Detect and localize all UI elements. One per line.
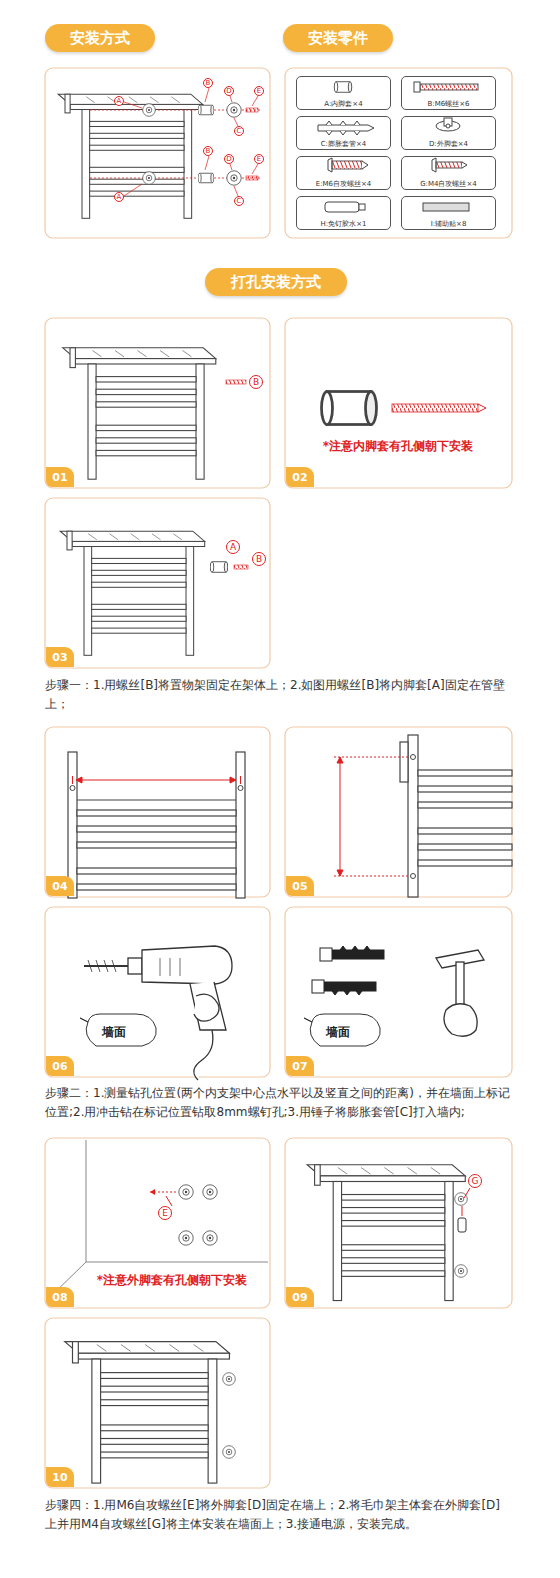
callout-letter: C: [234, 196, 244, 206]
node-text: 安装零件: [308, 29, 368, 48]
callout-letter: D: [224, 154, 234, 164]
step-number-tab: 09: [286, 1287, 314, 1307]
callout-letter: A: [226, 540, 240, 554]
section-heading: 安装方式: [45, 24, 155, 52]
node-text: 10: [52, 1471, 67, 1484]
node-text: 01: [52, 471, 67, 484]
callout-letter: E: [254, 86, 264, 96]
callout-letter: A: [114, 192, 124, 202]
callout-letter: B: [203, 146, 213, 156]
node-text: 安装方式: [70, 29, 130, 48]
step-number-tab: 06: [46, 1056, 74, 1076]
callout-letter: D: [224, 86, 234, 96]
part-box: C:膨胀套管×4: [296, 116, 391, 150]
node-text: B:M6螺丝×6: [428, 99, 470, 109]
node-text: 04: [52, 880, 67, 893]
node-text: 09: [292, 1291, 307, 1304]
step-number-tab: 05: [286, 876, 314, 896]
callout-letter: E: [158, 1206, 172, 1220]
step-number-tab: 03: [46, 647, 74, 667]
section-heading: 打孔安装方式: [205, 268, 347, 296]
callout-letter: B: [203, 78, 213, 88]
wall-label: 墙面: [326, 1024, 350, 1041]
part-box: H:免钉胶水×1: [296, 196, 391, 230]
part-box: B:M6螺丝×6: [401, 76, 496, 110]
node-text: H:免钉胶水×1: [321, 219, 367, 229]
step-number-tab: 04: [46, 876, 74, 896]
node-text: 08: [52, 1291, 67, 1304]
callout-letter: C: [234, 126, 244, 136]
callout-letter: A: [114, 96, 124, 106]
callout-letter: B: [252, 552, 266, 566]
part-box: G:M4自攻螺丝×4: [401, 156, 496, 190]
step-number-tab: 02: [286, 467, 314, 487]
node-text: G:M4自攻螺丝×4: [420, 179, 477, 189]
part-box: D:外脚套×4: [401, 116, 496, 150]
step-number-tab: 08: [46, 1287, 74, 1307]
node-text: C:膨胀套管×4: [321, 139, 367, 149]
node-text: I:辅助贴×8: [431, 219, 467, 229]
callout-letter: E: [254, 154, 264, 164]
warning-note: *注意内脚套有孔侧朝下安装: [323, 438, 473, 455]
node-text: 打孔安装方式: [231, 273, 321, 292]
node-text: 03: [52, 651, 67, 664]
section-heading: 安装零件: [283, 24, 393, 52]
node-text: 07: [292, 1060, 307, 1073]
node-text: 05: [292, 880, 307, 893]
part-box: A:内脚套×4: [296, 76, 391, 110]
node-text: 06: [52, 1060, 67, 1073]
node-text: D:外脚套×4: [429, 139, 468, 149]
step-number-tab: 01: [46, 467, 74, 487]
part-box: E:M6自攻螺丝×4: [296, 156, 391, 190]
callout-letter: B: [249, 375, 263, 389]
callout-letter: G: [468, 1174, 482, 1188]
step-description: 步骤四：1.用M6自攻螺丝[E]将外脚套[D]固定在墙上；2.将毛巾架主体套在外…: [45, 1496, 512, 1534]
node-text: E:M6自攻螺丝×4: [316, 179, 372, 189]
node-text: A:内脚套×4: [324, 99, 362, 109]
wall-label: 墙面: [102, 1024, 126, 1041]
step-number-tab: 07: [286, 1056, 314, 1076]
part-box: I:辅助贴×8: [401, 196, 496, 230]
warning-note: *注意外脚套有孔侧朝下安装: [97, 1272, 247, 1289]
step-description: 步骤二：1.测量钻孔位置(两个内支架中心点水平以及竖直之间的距离)，并在墙面上标…: [45, 1084, 512, 1122]
node-text: 02: [292, 471, 307, 484]
step-number-tab: 10: [46, 1467, 74, 1487]
step-description: 步骤一：1.用螺丝[B]将置物架固定在架体上；2.如图用螺丝[B]将内脚套[A]…: [45, 676, 512, 714]
